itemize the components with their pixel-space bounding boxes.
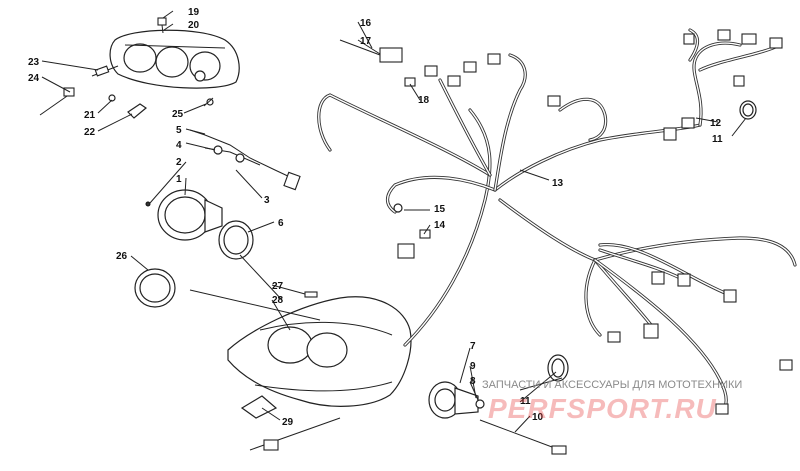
switch-assembly	[249, 354, 569, 455]
callout-26: 26	[116, 251, 128, 262]
bezel-rings	[134, 220, 254, 308]
callout-8: 8	[470, 376, 476, 387]
gauge-assembly	[145, 129, 301, 241]
callout-17: 17	[360, 36, 372, 47]
callout-3: 3	[264, 195, 270, 206]
callout-24: 24	[28, 73, 40, 84]
callout-29: 29	[282, 417, 294, 428]
callout-25: 25	[172, 109, 184, 120]
callout-1: 1	[176, 174, 182, 185]
grommet-upper	[739, 100, 757, 120]
callout-16: 16	[360, 18, 372, 29]
callout-11-upper: 11	[712, 134, 723, 145]
callout-15: 15	[434, 204, 446, 215]
leader-lines	[41, 10, 747, 433]
callout-9: 9	[470, 361, 476, 372]
watermark: ЗАПЧАСТИ И АКСЕССУАРЫ ДЛЯ МОТОТЕХНИКИ PE…	[482, 379, 742, 424]
callout-5: 5	[176, 125, 182, 136]
callout-labels: 19 20 23 24 21 22 25 5 4 2 1 3 6 26 27 2…	[28, 7, 723, 428]
dash-panel	[227, 291, 412, 419]
callout-14: 14	[434, 220, 446, 231]
callout-19: 19	[188, 7, 200, 18]
callout-4: 4	[176, 140, 182, 151]
callout-22: 22	[84, 127, 96, 138]
callout-7: 7	[470, 341, 476, 352]
instrument-cluster	[39, 17, 240, 119]
watermark-brand: PERFSPORT.RU	[488, 393, 717, 424]
callout-10: 10	[532, 412, 544, 423]
callout-11-lower: 11	[520, 396, 531, 407]
callout-13: 13	[552, 178, 564, 189]
callout-23: 23	[28, 57, 40, 68]
callout-2: 2	[176, 157, 182, 168]
watermark-tagline: ЗАПЧАСТИ И АКСЕССУАРЫ ДЛЯ МОТОТЕХНИКИ	[482, 379, 742, 391]
callout-12: 12	[710, 118, 722, 129]
callout-20: 20	[188, 20, 200, 31]
callout-27: 27	[272, 281, 284, 292]
harness-connectors	[339, 29, 793, 415]
callout-21: 21	[84, 110, 96, 121]
callout-18: 18	[418, 95, 430, 106]
callout-6: 6	[278, 218, 284, 229]
callout-28: 28	[272, 295, 284, 306]
